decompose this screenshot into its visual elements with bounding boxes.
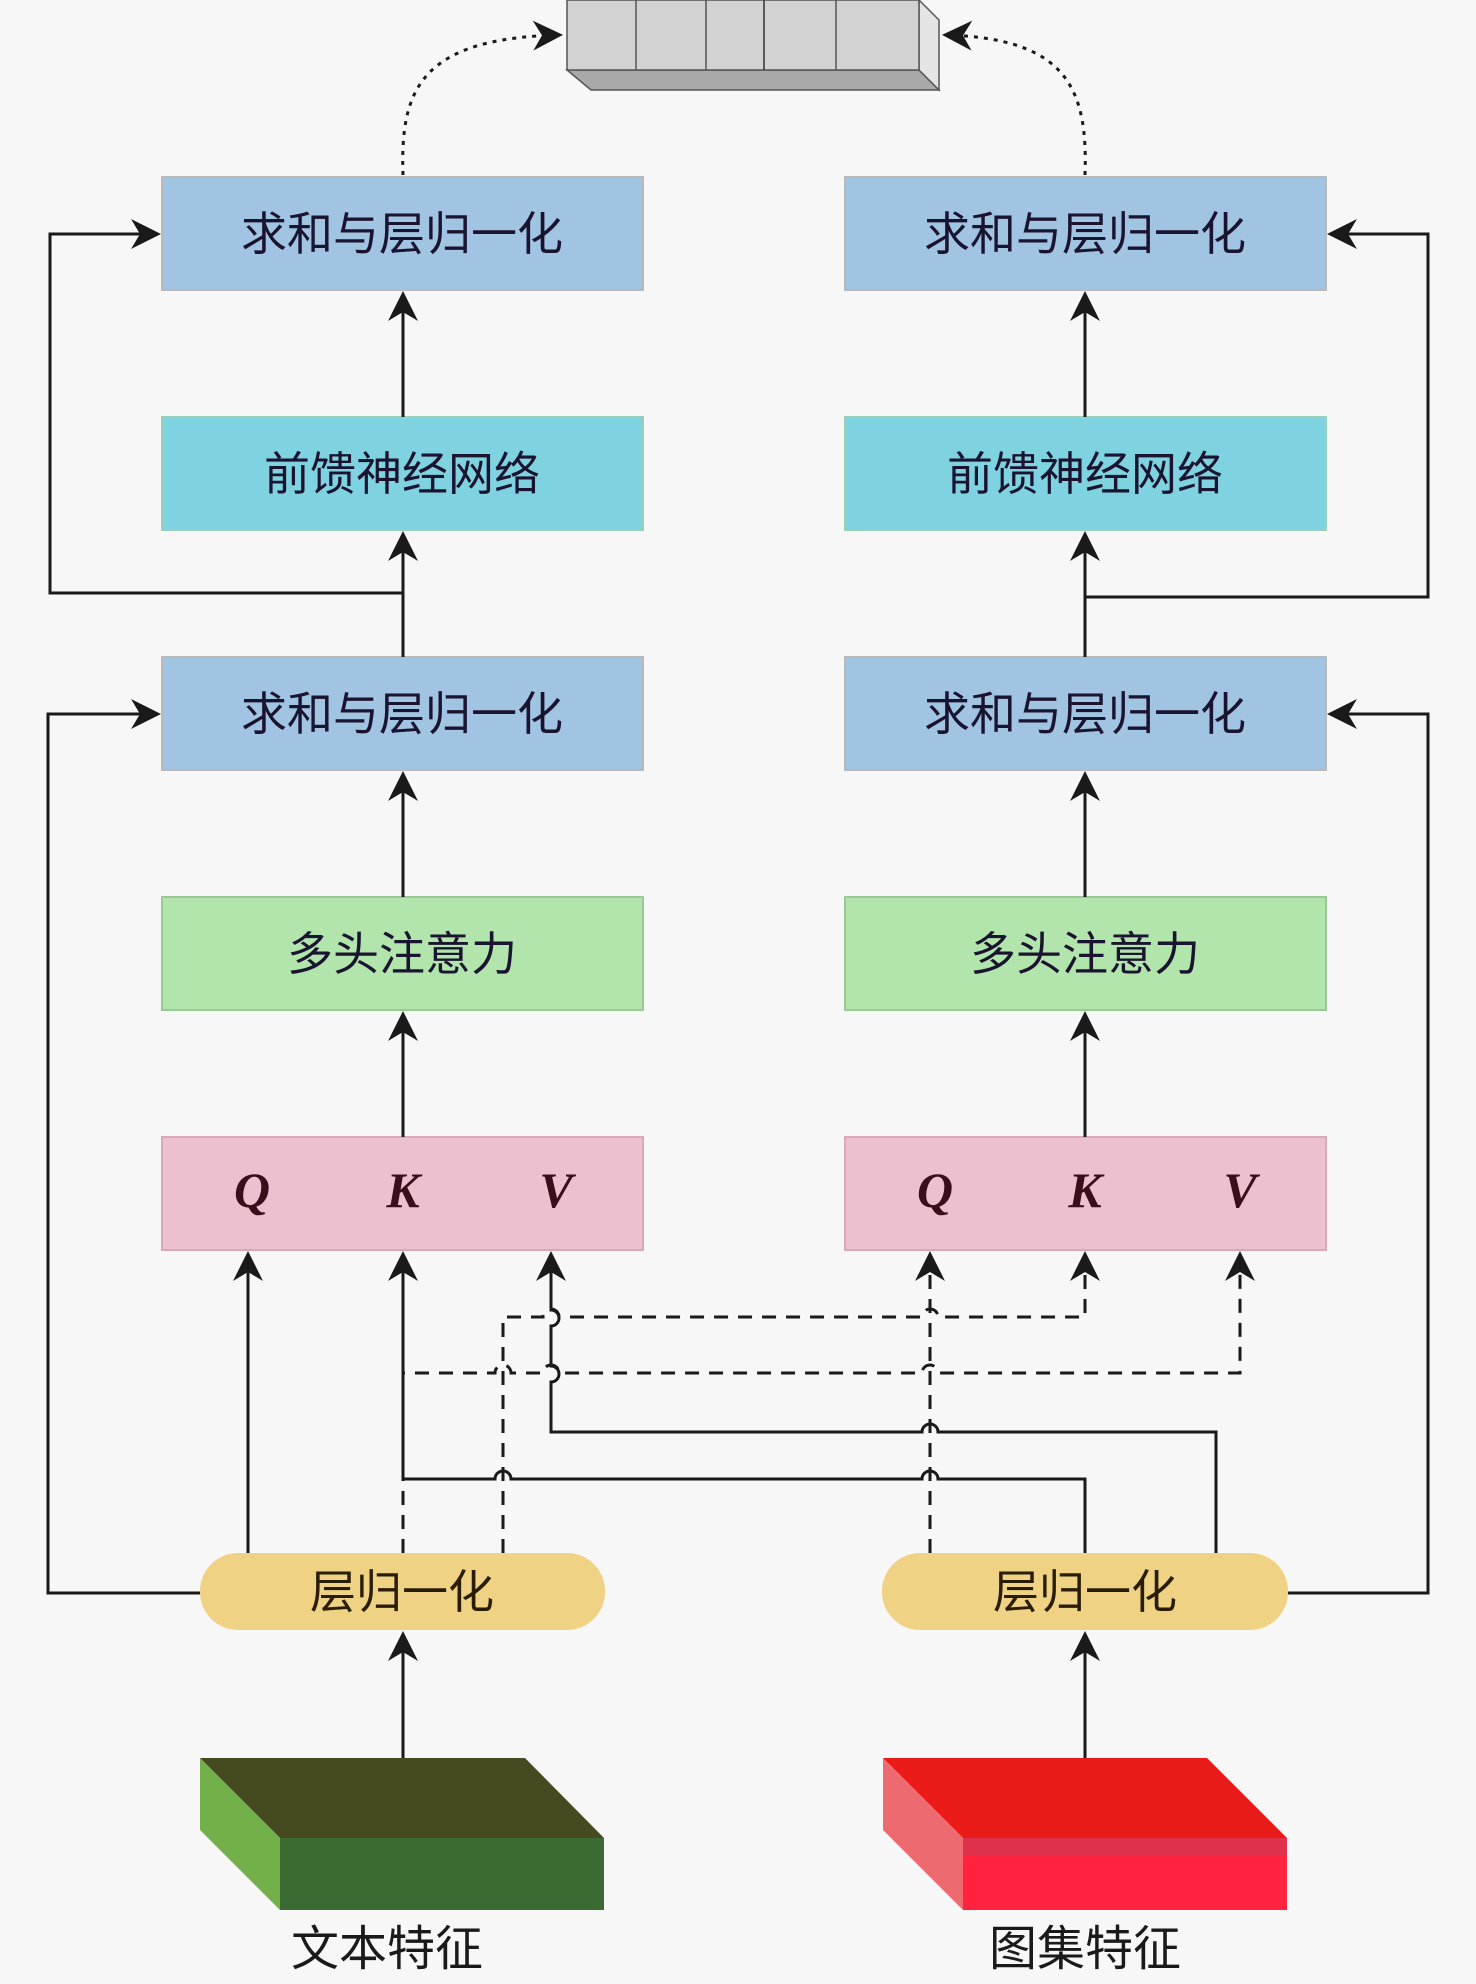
right-add-norm-1-label: 求和与层归一化	[924, 687, 1246, 741]
left-ln-to-right-v-arrow	[401, 1251, 1255, 1553]
left-attention-label: 多头注意力	[287, 927, 517, 981]
right-add-norm-2-label: 求和与层归一化	[924, 207, 1246, 261]
left-output-arrow	[401, 20, 563, 176]
right-ln-to-left-v-arrow	[536, 1251, 1218, 1553]
dashed-connectors	[401, 1251, 1255, 1553]
right-ffn-box	[844, 416, 1327, 531]
left-ffn-box	[161, 416, 644, 531]
right-layer-norm-pill	[882, 1553, 1288, 1630]
right-residual-1	[1085, 219, 1430, 599]
output-vector	[564, 0, 941, 92]
left-residual-1	[48, 219, 403, 595]
left-add-norm-2-box	[161, 176, 644, 291]
right-ln-to-left-k-arrow	[388, 1251, 1087, 1553]
left-ln-to-right-k-arrow	[501, 1251, 1100, 1553]
left-attention-box	[161, 896, 644, 1011]
right-output-arrow	[942, 20, 1087, 176]
right-add-norm-1-box	[844, 656, 1327, 771]
right-k-label: K	[1067, 1162, 1105, 1218]
right-layer-norm-label: 层归一化	[993, 1565, 1177, 1619]
left-k-label: K	[385, 1162, 423, 1218]
left-add-norm-2-label: 求和与层归一化	[241, 207, 563, 261]
right-residual-2	[1288, 699, 1430, 1595]
left-v-label: V	[539, 1162, 576, 1218]
image-set-feature-label: 图集特征	[989, 1921, 1181, 1977]
left-add-norm-1-box	[161, 656, 644, 771]
right-attention-box	[844, 896, 1327, 1011]
right-branch: 求和与层归一化 前馈神经网络 求和与层归一化 多头注意力 Q K V 层归一化 …	[844, 176, 1327, 1977]
right-add-norm-2-box	[844, 176, 1327, 291]
left-layer-norm-label: 层归一化	[310, 1565, 494, 1619]
left-residual-2	[46, 699, 200, 1595]
right-q-label: Q	[917, 1162, 953, 1218]
left-branch: 求和与层归一化 前馈神经网络 求和与层归一化 多头注意力 Q K V 层归一化 …	[161, 176, 644, 1977]
left-ffn-label: 前馈神经网络	[264, 447, 540, 501]
left-q-label: Q	[234, 1162, 270, 1218]
text-feature-label: 文本特征	[291, 1921, 483, 1977]
right-v-label: V	[1223, 1162, 1260, 1218]
left-qkv-box	[161, 1136, 644, 1251]
image-set-feature-block	[883, 1758, 1287, 1910]
right-attention-label: 多头注意力	[970, 927, 1200, 981]
left-add-norm-1-label: 求和与层归一化	[241, 687, 563, 741]
left-layer-norm-pill	[200, 1553, 605, 1630]
right-ffn-label: 前馈神经网络	[947, 447, 1223, 501]
text-feature-block	[200, 1758, 604, 1910]
right-qkv-box	[844, 1136, 1327, 1251]
